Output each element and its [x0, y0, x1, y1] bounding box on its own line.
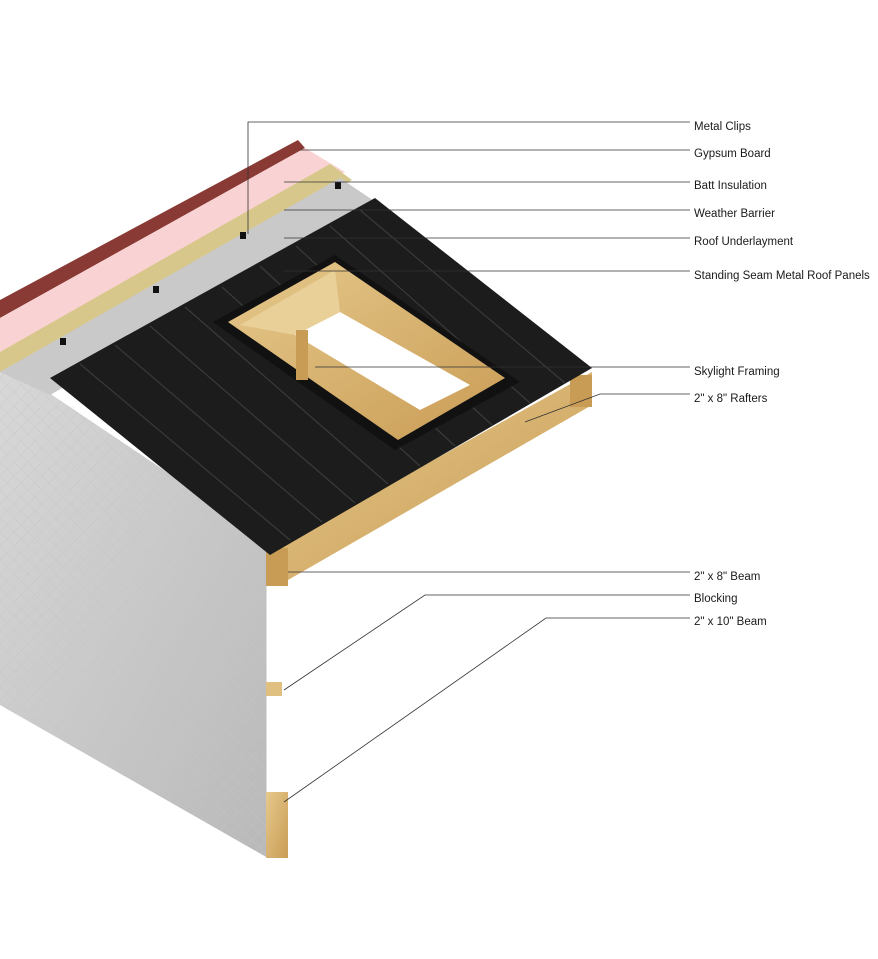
gypsum-board-layer [0, 148, 345, 352]
label-gypsum-board: Gypsum Board [694, 148, 771, 160]
beam-end-2x8 [266, 548, 288, 586]
batt-insulation-layer [0, 164, 352, 372]
weather-barrier-layer [0, 178, 380, 395]
leader-metal-clips [247, 121, 690, 234]
metal-clips [60, 182, 341, 345]
rafter-end [570, 375, 592, 407]
leader-lines [247, 121, 690, 803]
leader-blocking [283, 594, 690, 691]
label-beam-2x8: 2" x 8" Beam [694, 571, 761, 583]
skylight-inner-wall [240, 270, 340, 335]
skylight-opening [295, 312, 470, 410]
rafter-fascia [268, 372, 592, 580]
label-beam-2x10: 2" x 10" Beam [694, 616, 767, 628]
label-blocking: Blocking [694, 593, 738, 605]
brick-edge [0, 140, 305, 318]
blocking-piece [266, 682, 282, 696]
label-skylight-framing: Skylight Framing [694, 366, 780, 378]
label-batt-insulation: Batt Insulation [694, 180, 767, 192]
beam-2x10 [266, 792, 288, 858]
label-metal-clips: Metal Clips [694, 121, 751, 133]
label-roof-underlayment: Roof Underlayment [694, 236, 794, 248]
label-rafters: 2" x 8" Rafters [694, 393, 768, 405]
skylight-post [296, 330, 308, 380]
wall-cladding-texture [0, 360, 268, 858]
label-standing-seam: Standing Seam Metal Roof Panels [694, 270, 870, 282]
label-weather-barrier: Weather Barrier [694, 208, 775, 220]
leader-rafters [524, 393, 690, 423]
leader-beam-2x10 [283, 617, 690, 803]
